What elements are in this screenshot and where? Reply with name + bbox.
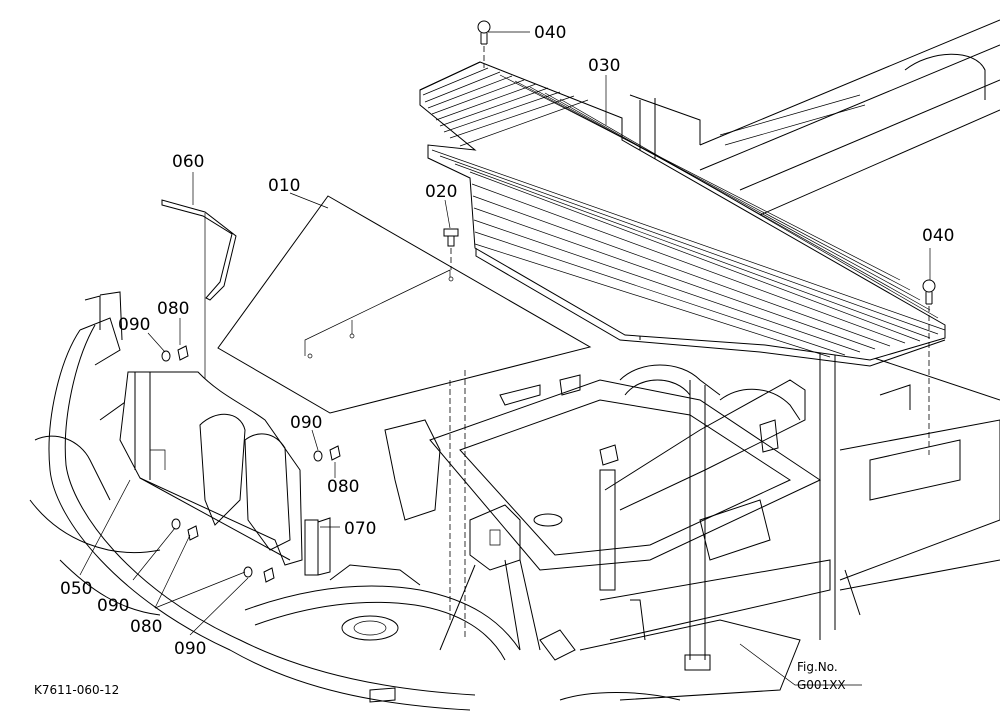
floor-mat-030 xyxy=(419,61,946,367)
drawing-code: K7611-060-12 xyxy=(34,683,119,697)
label-040-top: 040 xyxy=(534,23,566,43)
label-090-c: 090 xyxy=(97,596,129,616)
fig-number-code: G001XX xyxy=(797,678,846,692)
sheet-010 xyxy=(217,195,592,414)
label-060: 060 xyxy=(172,152,204,172)
centre-frame xyxy=(384,364,831,701)
label-090-a: 090 xyxy=(118,315,150,335)
label-070: 070 xyxy=(344,519,376,539)
fig-number-caption: Fig.No. xyxy=(797,660,838,674)
label-010: 010 xyxy=(268,176,300,196)
label-080-a: 080 xyxy=(157,299,189,319)
label-090-d: 090 xyxy=(174,639,206,659)
leader-lines xyxy=(79,31,931,686)
label-050: 050 xyxy=(60,579,92,599)
label-020: 020 xyxy=(425,182,457,202)
vehicle-frame-rails xyxy=(629,19,1000,640)
rod-060 xyxy=(161,199,237,390)
shield-050 xyxy=(119,371,303,566)
label-090-b: 090 xyxy=(290,413,322,433)
pin-040-right xyxy=(922,279,936,455)
label-080-c: 080 xyxy=(130,617,162,637)
label-080-b: 080 xyxy=(327,477,359,497)
label-030: 030 xyxy=(588,56,620,76)
label-040-right: 040 xyxy=(922,226,954,246)
bolts-and-washers xyxy=(161,345,341,583)
screw-020 xyxy=(443,228,459,270)
pin-040-top xyxy=(477,20,491,68)
bracket-070 xyxy=(304,517,331,576)
